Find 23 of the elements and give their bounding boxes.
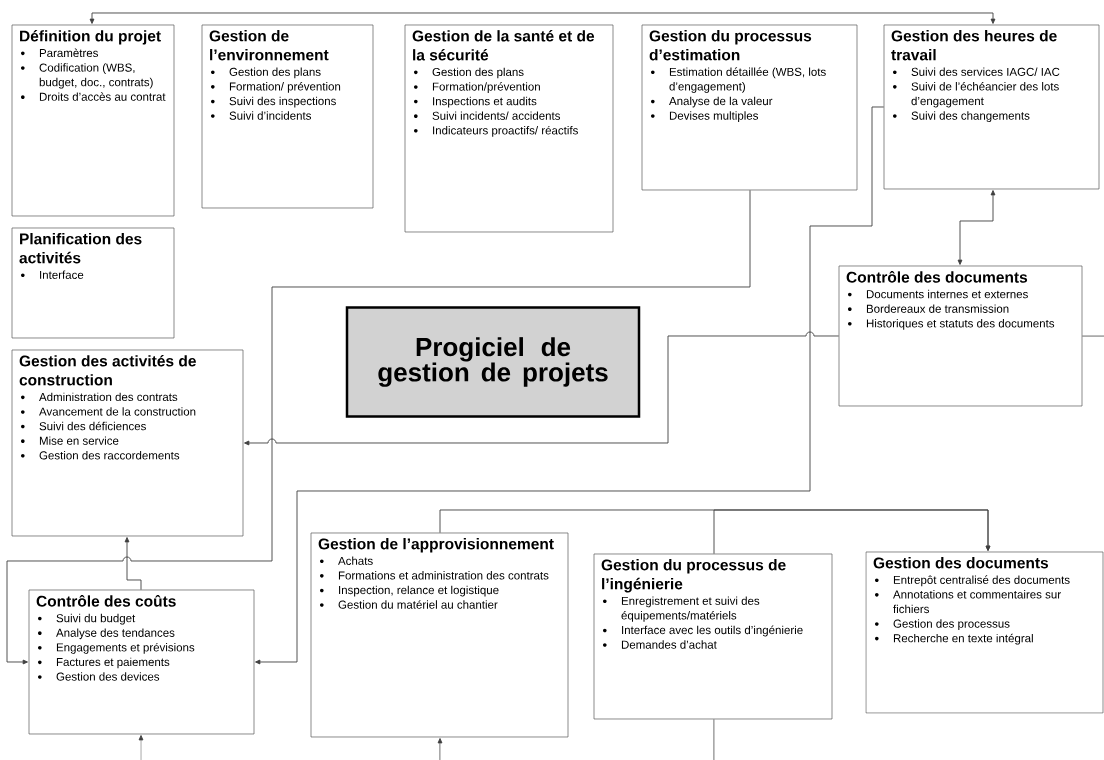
connector-line [713, 718, 715, 760]
arrow [437, 738, 443, 760]
module-box: Contrôle des documents Documents internes et externes Bordereaux de transmission Historiques et statuts des documents [838, 265, 1083, 407]
module-box: Définition du projet Paramètres Codification (WBS, budget, doc., contrats) Droits d’accès au contrat [11, 24, 175, 217]
module-box: Gestion de l’approvisionnement Achats Formations et administration des contrats Inspection, relance et logistique Gestion du matériel au chantier [310, 532, 569, 738]
module-box: Gestion de l’environnement Gestion des plans Formation/ prévention Suivi des inspections Suivi d’incidents [201, 24, 374, 209]
module-box: Gestion de la santé et de la sécurité Gestion des plans Formation/prévention Inspections et audits Suivi incidents/ accidents Indicateurs proactifs/ réactifs [404, 24, 614, 233]
arrow [957, 190, 996, 265]
arrow [6, 189, 751, 665]
arrow [124, 537, 142, 591]
module-box: Gestion du processus de l’ingénierie Enregistrement et suivi des équipements/matériels Interface avec les outils d’ingénierie Demandes d’achat [593, 553, 833, 720]
module-box: Contrôle des coûts Suivi du budget Analyse des tendances Engagements et prévisions Factures et paiements Gestion des devices [28, 589, 255, 735]
module-box: Gestion des heures de travail Suivi des services IAGC/ IAC Suivi de l’échéancier des lots d’engagement Suivi des changements [883, 24, 1100, 190]
module-box: Gestion des activités de construction Administration des contrats Avancement de la construction Suivi des déficiences Mise en service Gestion des raccordements [11, 349, 244, 537]
arrow [255, 106, 885, 665]
connector-line [1081, 335, 1104, 337]
arrow [713, 509, 991, 555]
arrow [89, 12, 996, 24]
module-box: Gestion du processus d’estimation Estimation détaillée (WBS, lots d’engagement) Analyse de la valeur Devises multiples [641, 24, 858, 191]
arrow [244, 331, 840, 446]
title-box: Progiciel de gestion de projets [345, 306, 641, 418]
module-box: Planification des activités Interface [11, 227, 175, 339]
module-box: Gestion des documents Entrepôt centralisé des documents Annotations et commentaires sur fichiers Gestion des processus Recherche en texte intégral [865, 551, 1104, 714]
